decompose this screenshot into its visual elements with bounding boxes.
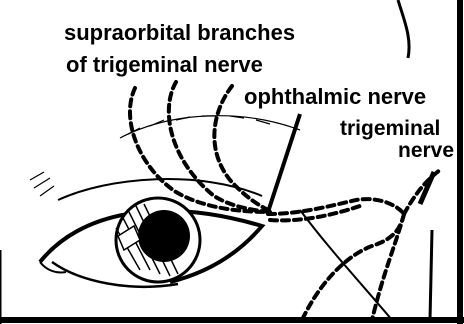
nerve-trunk-line [430, 230, 432, 320]
ophthalmic-nerve-label: ophthalmic nerve [244, 86, 426, 108]
trigeminal-label-line2: nerve [398, 140, 454, 161]
temple-contour [398, 0, 409, 58]
ophthalmic-pointer [268, 114, 300, 212]
supraorbital-label-line1: supraorbital branches [64, 22, 295, 44]
trigeminal-label-line1: trigeminal [340, 118, 440, 139]
cheek-line [300, 210, 392, 320]
ophthalmic-nerve-path [268, 170, 440, 320]
pupil [138, 210, 190, 262]
supraorbital-label-line2: of trigeminal nerve [66, 54, 263, 76]
